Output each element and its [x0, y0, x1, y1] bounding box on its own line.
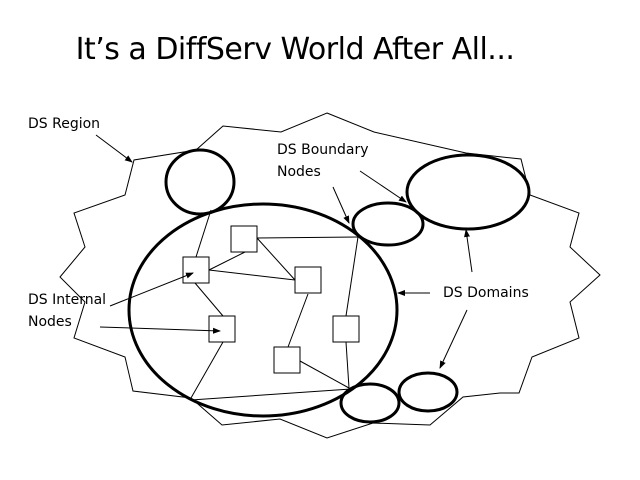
label-ds-boundary-line1: DS Boundary	[277, 142, 369, 158]
link	[299, 360, 350, 389]
link	[208, 269, 296, 281]
ds-domain-top-right	[405, 153, 531, 231]
arrow-boundary	[332, 186, 350, 224]
link	[345, 341, 350, 389]
ds-domain-bottom	[339, 382, 401, 424]
link	[345, 236, 359, 317]
label-ds-boundary-line2: Nodes	[277, 164, 321, 180]
internal-node	[332, 315, 360, 343]
arrow-region	[95, 134, 133, 163]
ds-region-outline	[59, 112, 601, 439]
slide-title: It’s a DiffServ World After All...	[75, 32, 515, 67]
internal-node	[182, 256, 210, 284]
link	[256, 236, 359, 239]
link	[190, 341, 224, 399]
label-ds-internal: DS Internal Nodes	[28, 289, 106, 333]
ds-domain-boundary	[351, 201, 425, 247]
link	[190, 388, 352, 401]
ds-domain-top	[164, 148, 236, 216]
link	[256, 237, 296, 281]
link	[208, 251, 246, 271]
label-ds-boundary: DS Boundary Nodes	[277, 139, 369, 183]
label-ds-internal-line2: Nodes	[28, 314, 72, 330]
internal-node	[273, 346, 301, 374]
internal-node	[230, 225, 258, 253]
label-ds-domains: DS Domains	[443, 285, 529, 301]
link	[194, 282, 224, 317]
arrow-domains	[464, 229, 473, 273]
internal-node	[294, 266, 322, 294]
ds-domain-main	[127, 202, 399, 418]
internal-node	[208, 315, 236, 343]
arrow-internal	[109, 272, 194, 307]
arrow-internal	[99, 326, 221, 334]
link	[287, 293, 309, 348]
ds-domain-bottom-right	[397, 371, 459, 413]
link	[195, 209, 212, 258]
arrow-boundary	[359, 170, 407, 203]
arrow-domains	[439, 309, 468, 369]
label-ds-region: DS Region	[28, 116, 101, 132]
label-ds-internal-line1: DS Internal	[28, 292, 107, 308]
